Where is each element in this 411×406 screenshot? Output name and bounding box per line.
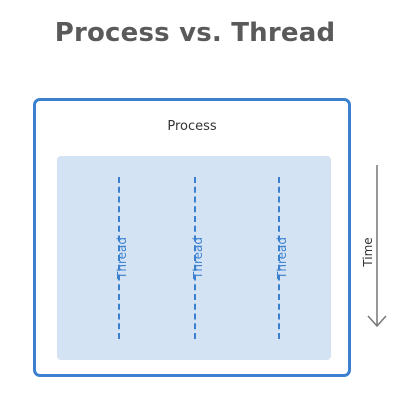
thread-area: Thread Thread Thread: [57, 156, 331, 360]
thread-label: Thread: [191, 237, 205, 279]
diagram-title: Process vs. Thread: [54, 18, 336, 48]
process-box: Process Thread Thread Thread: [33, 98, 351, 377]
thread-line: [278, 177, 280, 339]
process-label: Process: [167, 119, 217, 134]
arrow-down-icon: [367, 165, 387, 328]
time-label: Time: [361, 237, 375, 267]
thread-line: [118, 177, 120, 339]
thread-2: Thread: [183, 177, 213, 339]
thread-line: [194, 177, 196, 339]
thread-label: Thread: [275, 237, 289, 279]
time-axis: Time: [360, 165, 396, 331]
thread-1: Thread: [107, 177, 137, 339]
thread-3: Thread: [267, 177, 297, 339]
thread-label: Thread: [115, 237, 129, 279]
